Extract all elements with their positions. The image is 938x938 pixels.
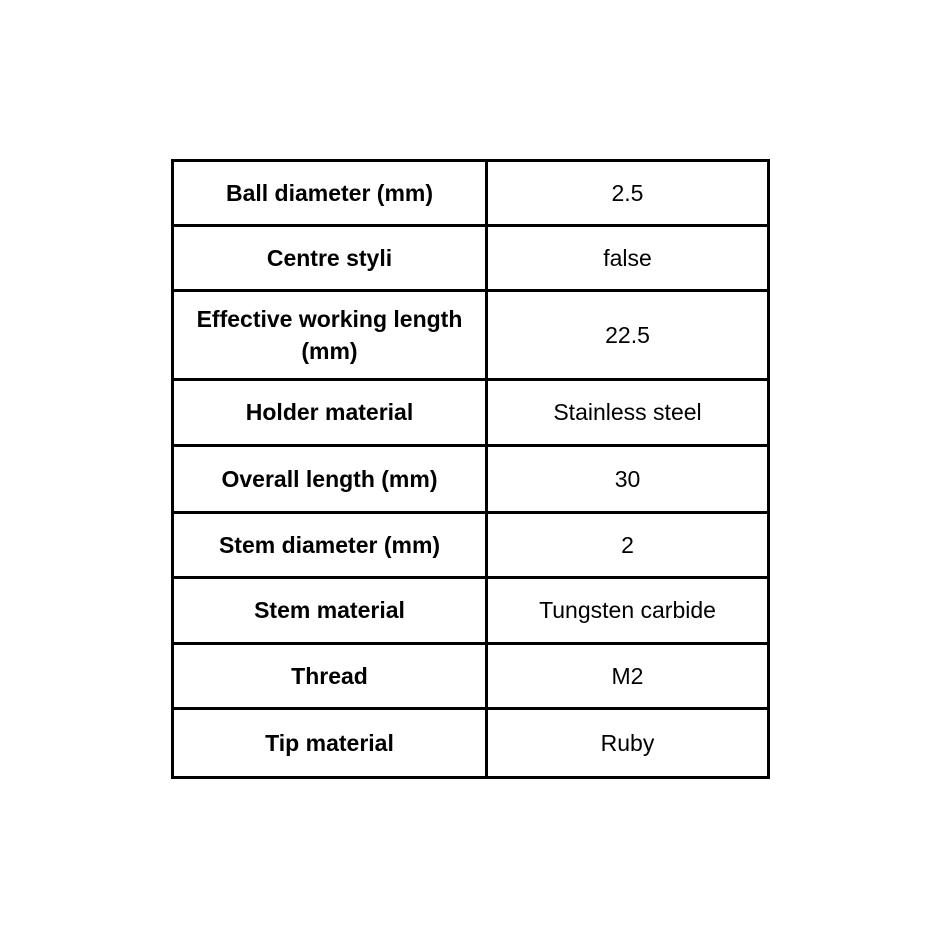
table-row: Effective working length (mm) 22.5 xyxy=(171,289,770,381)
spec-label: Effective working length (mm) xyxy=(171,289,488,381)
table-row: Stem material Tungsten carbide xyxy=(171,576,770,645)
spec-value: 2 xyxy=(485,511,770,579)
spec-value: M2 xyxy=(485,642,770,710)
specification-table-body: Ball diameter (mm) 2.5 Centre styli fals… xyxy=(171,159,770,779)
table-row: Ball diameter (mm) 2.5 xyxy=(171,159,770,227)
spec-value: Tungsten carbide xyxy=(485,576,770,645)
table-row: Centre styli false xyxy=(171,224,770,292)
spec-label: Overall length (mm) xyxy=(171,444,488,514)
table-row: Overall length (mm) 30 xyxy=(171,444,770,514)
spec-label: Ball diameter (mm) xyxy=(171,159,488,227)
specification-table: Ball diameter (mm) 2.5 Centre styli fals… xyxy=(171,159,770,779)
spec-label: Holder material xyxy=(171,378,488,447)
table-row: Tip material Ruby xyxy=(171,707,770,779)
spec-value: false xyxy=(485,224,770,292)
spec-value: 2.5 xyxy=(485,159,770,227)
spec-value: 22.5 xyxy=(485,289,770,381)
spec-value: 30 xyxy=(485,444,770,514)
spec-label: Stem diameter (mm) xyxy=(171,511,488,579)
spec-value: Stainless steel xyxy=(485,378,770,447)
spec-value: Ruby xyxy=(485,707,770,779)
table-row: Stem diameter (mm) 2 xyxy=(171,511,770,579)
spec-label: Centre styli xyxy=(171,224,488,292)
spec-label: Stem material xyxy=(171,576,488,645)
table-row: Holder material Stainless steel xyxy=(171,378,770,447)
table-row: Thread M2 xyxy=(171,642,770,710)
spec-label: Tip material xyxy=(171,707,488,779)
spec-label: Thread xyxy=(171,642,488,710)
